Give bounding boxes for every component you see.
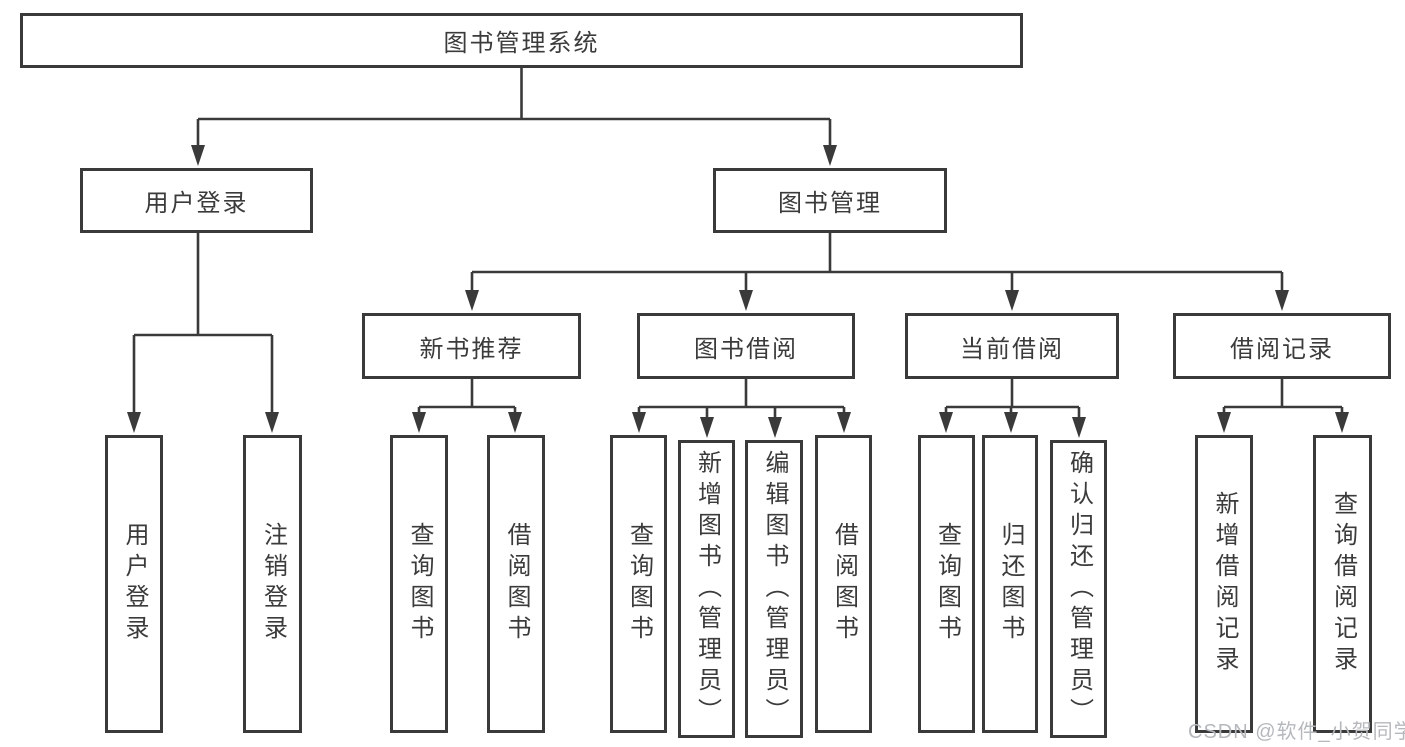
leaf-user-login: 用户登录 <box>105 435 163 733</box>
node-book-management: 图书管理 <box>713 168 947 233</box>
leaf-current-query-books: 查询图书 <box>918 435 975 733</box>
leaf-add-borrow-record-label: 新增借阅记录 <box>1211 491 1238 677</box>
node-user-login: 用户登录 <box>80 168 313 233</box>
leaf-query-borrow-record-label: 查询借阅记录 <box>1329 491 1357 677</box>
leaf-add-borrow-record: 新增借阅记录 <box>1195 435 1253 733</box>
leaf-add-books-admin: 新增图书（管理员） <box>678 440 735 738</box>
node-root-system: 图书管理系统 <box>20 13 1023 68</box>
node-book-borrow: 图书借阅 <box>637 313 855 379</box>
node-new-book-recommend: 新书推荐 <box>362 313 581 379</box>
node-borrow-records: 借阅记录 <box>1173 313 1391 379</box>
leaf-borrow-books: 借阅图书 <box>815 435 872 733</box>
leaf-borrow-query-books: 查询图书 <box>610 435 667 733</box>
node-borrow-records-label: 借阅记录 <box>1230 335 1334 363</box>
node-current-borrow: 当前借阅 <box>905 313 1119 379</box>
csdn-watermark: CSDN @软件_小贺同学 <box>1188 721 1405 743</box>
leaf-recommend-query-books: 查询图书 <box>390 435 448 733</box>
leaf-edit-books-admin: 编辑图书（管理员） <box>745 440 803 738</box>
leaf-user-login-label: 用户登录 <box>121 522 148 646</box>
leaf-confirm-return-admin-label: 确认归还（管理员） <box>1065 449 1093 729</box>
leaf-return-books-label: 归还图书 <box>997 522 1024 646</box>
node-user-login-label: 用户登录 <box>144 190 249 217</box>
leaf-logout: 注销登录 <box>243 435 302 733</box>
leaf-add-books-admin-label: 新增图书（管理员） <box>693 449 721 729</box>
leaf-confirm-return-admin: 确认归还（管理员） <box>1050 440 1107 738</box>
leaf-return-books: 归还图书 <box>982 435 1038 733</box>
leaf-edit-books-admin-label: 编辑图书（管理员） <box>761 449 788 729</box>
node-root-label: 图书管理系统 <box>443 30 600 57</box>
node-new-book-recommend-label: 新书推荐 <box>419 335 524 363</box>
leaf-recommend-query-books-label: 查询图书 <box>406 522 433 646</box>
leaf-recommend-borrow-books: 借阅图书 <box>487 435 545 733</box>
leaf-current-query-books-label: 查询图书 <box>933 522 961 646</box>
arrowhead-icons <box>127 145 1349 438</box>
leaf-query-borrow-record: 查询借阅记录 <box>1313 435 1372 733</box>
leaf-borrow-query-books-label: 查询图书 <box>625 522 653 646</box>
leaf-recommend-borrow-books-label: 借阅图书 <box>503 522 530 646</box>
node-book-borrow-label: 图书借阅 <box>694 335 798 363</box>
leaf-borrow-books-label: 借阅图书 <box>830 522 858 646</box>
node-book-management-label: 图书管理 <box>778 190 882 217</box>
leaf-logout-label: 注销登录 <box>259 522 287 646</box>
node-current-borrow-label: 当前借阅 <box>960 335 1064 363</box>
